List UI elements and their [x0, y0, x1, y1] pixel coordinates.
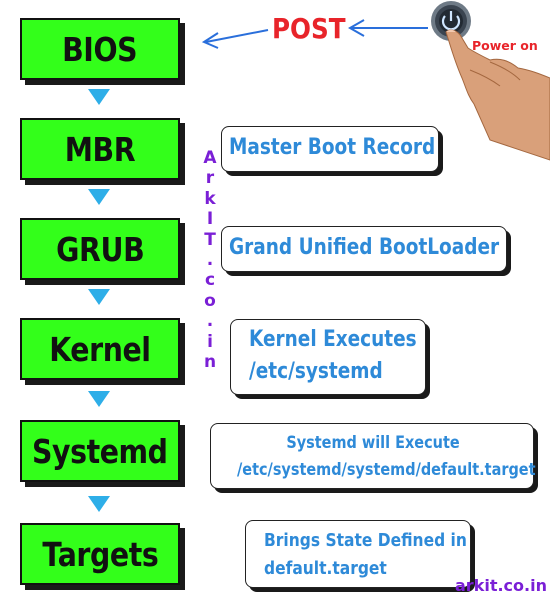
- desc-systemd: Systemd will Execute /etc/systemd/system…: [210, 423, 536, 489]
- power-button-icon: [431, 1, 471, 41]
- watermark-char: A: [203, 148, 217, 168]
- watermark-char: .: [206, 250, 214, 271]
- desc-kernel-line-1: Kernel Executes: [249, 327, 417, 352]
- desc-systemd-line-1: Systemd will Execute: [286, 433, 460, 453]
- watermark-char: o: [204, 290, 216, 311]
- watermark-char: r: [205, 168, 215, 189]
- watermark-char: T: [204, 229, 216, 250]
- desc-targets-line-1: Brings State Defined in: [264, 530, 467, 551]
- stage-targets-label: Targets: [42, 534, 158, 574]
- desc-targets-line-2: default.target: [264, 558, 387, 579]
- stage-systemd: Systemd: [20, 420, 180, 482]
- pointing-hand-icon: [445, 29, 550, 161]
- stage-targets: Targets: [20, 523, 180, 585]
- watermark-char: n: [203, 352, 217, 373]
- arrow-mbr-to-grub: [88, 189, 110, 205]
- arrow-kernel-to-systemd: [88, 391, 110, 407]
- post-label: POST: [272, 12, 346, 45]
- vertical-watermark: A r k I T . c o . i n: [200, 148, 220, 372]
- stage-kernel: Kernel: [20, 318, 180, 380]
- footer-brand: arkit.co.in: [455, 576, 547, 595]
- stage-kernel-label: Kernel: [49, 329, 151, 369]
- arrow-grub-to-kernel: [88, 289, 110, 305]
- stage-bios-label: BIOS: [62, 29, 138, 69]
- desc-mbr-line: Master Boot Record: [229, 135, 436, 160]
- desc-systemd-line-2: /etc/systemd/systemd/default.target: [237, 460, 536, 480]
- stage-grub: GRUB: [20, 218, 180, 280]
- watermark-char: i: [207, 331, 213, 352]
- power-to-post-arrow: [347, 19, 428, 37]
- arrow-bios-to-mbr: [88, 89, 110, 105]
- desc-kernel-line-2: /etc/systemd: [249, 359, 383, 384]
- watermark-char: .: [206, 311, 214, 332]
- post-to-bios-arrow: [201, 29, 269, 49]
- desc-kernel: Kernel Executes /etc/systemd: [230, 319, 426, 395]
- stage-mbr-label: MBR: [64, 129, 136, 169]
- desc-targets: Brings State Defined in default.target: [245, 520, 471, 588]
- watermark-char: I: [206, 209, 214, 230]
- desc-grub-line: Grand Unified BootLoader: [229, 235, 500, 260]
- desc-grub: Grand Unified BootLoader: [221, 226, 507, 272]
- watermark-char: k: [204, 188, 216, 209]
- stage-systemd-label: Systemd: [32, 431, 168, 471]
- stage-mbr: MBR: [20, 118, 180, 180]
- power-on-label: Power on: [472, 38, 538, 53]
- stage-grub-label: GRUB: [55, 229, 145, 269]
- arrow-systemd-to-targets: [88, 496, 110, 512]
- watermark-char: c: [204, 270, 216, 291]
- desc-mbr: Master Boot Record: [221, 126, 439, 172]
- stage-bios: BIOS: [20, 18, 180, 80]
